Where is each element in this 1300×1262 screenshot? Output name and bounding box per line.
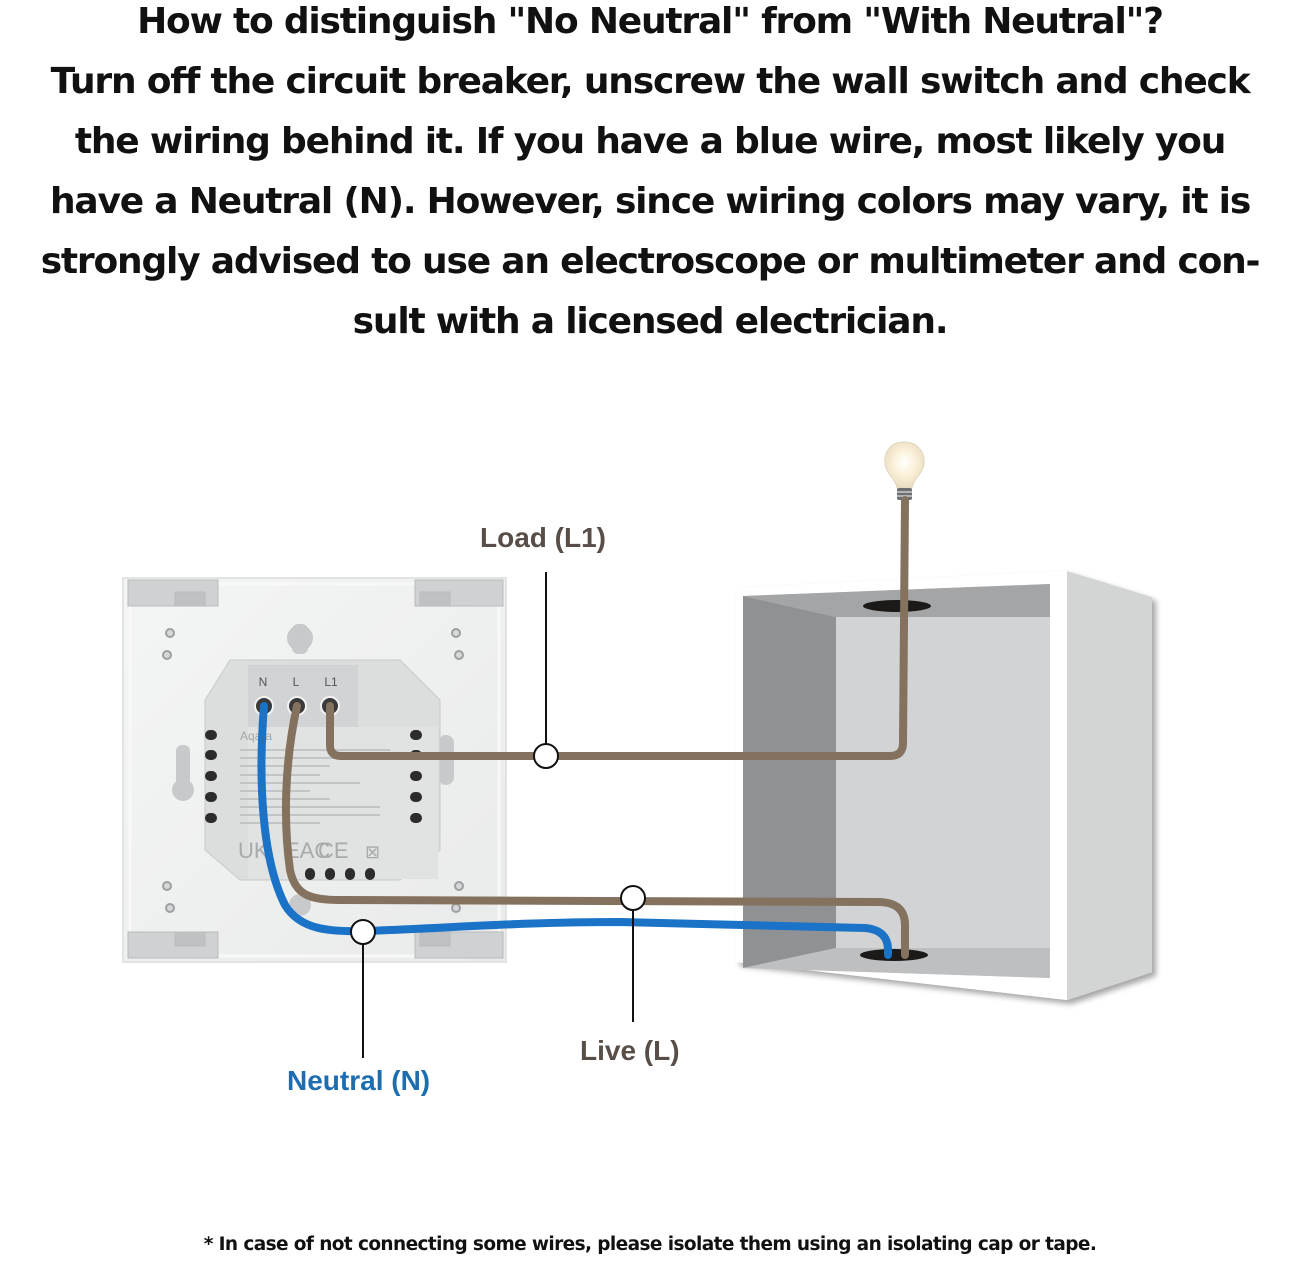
svg-text:CE: CE [318,838,349,863]
neutral-label: Neutral (N) [287,1065,431,1096]
svg-text:⊠: ⊠ [365,842,380,862]
screw-hole [162,628,464,913]
instruction-line: strongly advised to use an electroscope … [40,241,1261,282]
terminal-label-n: N [259,675,268,689]
relay-module: N L L1 Aqara UK EAC [204,659,441,881]
live-wire [281,702,909,959]
neutral-marker [350,919,376,945]
bottom-cable-hole [860,949,928,961]
load-wire [326,496,909,760]
light-bulb-icon [884,441,925,500]
top-cable-hole [863,600,931,612]
footnote: * In case of not connecting some wires, … [203,1234,1097,1255]
instruction-line: sult with a licensed electrician. [352,301,949,342]
instruction-line: the wiring behind it. If you have a blue… [74,121,1226,162]
terminal-label-l1: L1 [324,675,338,689]
terminal-label-l: L [293,675,300,689]
live-label: Live (L) [580,1035,680,1066]
terminal-labels: N L L1 [259,675,338,689]
load-marker [533,743,559,769]
vent-holes [205,730,422,880]
junction-box-interior [743,584,1050,978]
live-marker [620,885,646,911]
load-label: Load (L1) [480,522,606,553]
brand-mark: Aqara [240,729,272,743]
heading-question: How to distinguish "No Neutral" from "Wi… [137,1,1164,42]
mounting-clip [127,579,504,959]
instruction-line: Turn off the circuit breaker, unscrew th… [50,61,1251,102]
certification-marks: UK EAC CE ⊠ [238,838,380,863]
callout-leaders [350,572,646,1058]
instruction-line: have a Neutral (N). However, since wirin… [49,181,1251,222]
instruction-text: How to distinguish "No Neutral" from "Wi… [0,0,1300,352]
